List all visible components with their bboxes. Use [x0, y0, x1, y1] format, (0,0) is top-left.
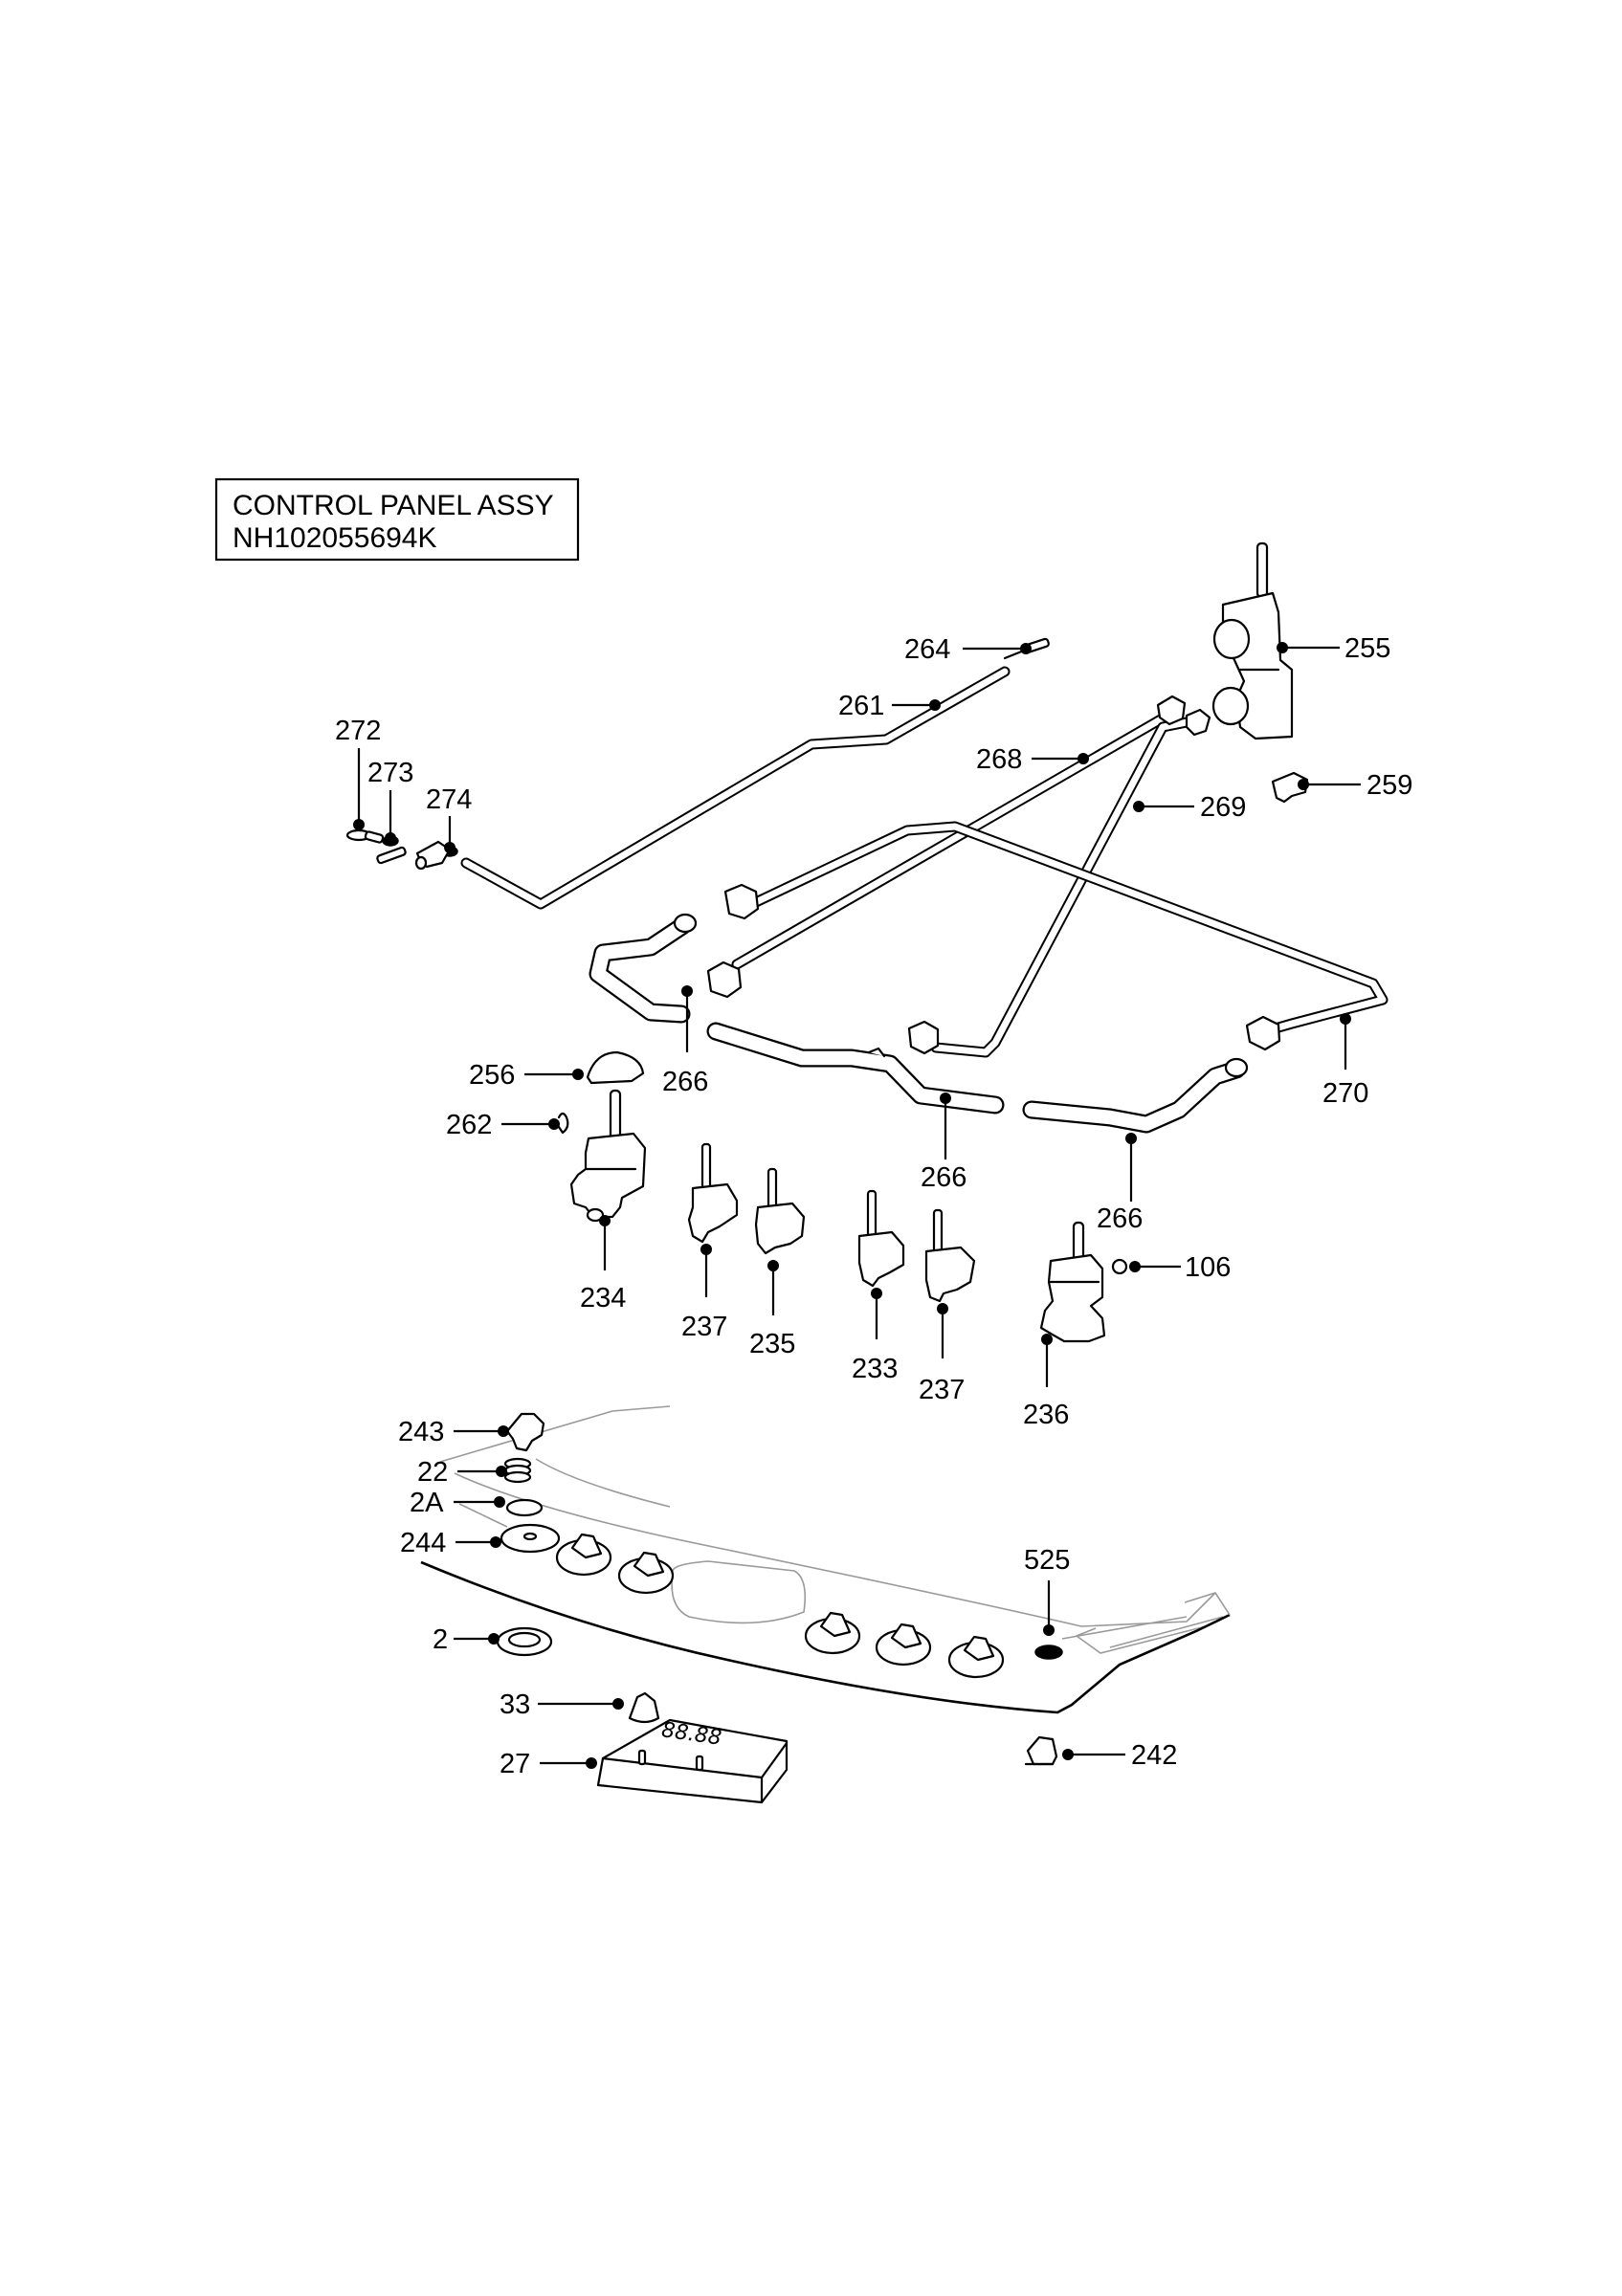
callout-235: 235: [749, 1260, 795, 1359]
gas-tube-268: [731, 707, 1178, 970]
title-line-1: CONTROL PANEL ASSY: [233, 490, 554, 521]
callout-27: 27: [500, 1749, 597, 1779]
svg-text:22: 22: [417, 1457, 448, 1488]
burner-hose-266-left: [589, 913, 698, 1024]
svg-text:233: 233: [852, 1354, 898, 1384]
svg-text:266: 266: [1097, 1203, 1143, 1234]
valve-237-right: [924, 1208, 976, 1303]
callout-268: 268: [976, 744, 1089, 775]
svg-text:27: 27: [500, 1749, 530, 1779]
callout-274: 274: [426, 784, 472, 853]
elbow-fitting-259: [1271, 771, 1309, 804]
cap-33: [628, 1691, 660, 1724]
svg-text:266: 266: [921, 1162, 967, 1193]
callout-266-right: 266: [1097, 1133, 1143, 1234]
callout-525: 525: [1024, 1545, 1070, 1636]
title-line-2: NH102055694K: [233, 522, 437, 554]
callout-33: 33: [500, 1689, 624, 1720]
callout-264: 264: [904, 634, 1032, 665]
svg-text:236: 236: [1023, 1400, 1069, 1430]
callout-256: 256: [469, 1060, 584, 1091]
svg-text:272: 272: [335, 716, 381, 746]
valve-234: [569, 1089, 647, 1223]
callout-269: 269: [1133, 792, 1246, 823]
svg-text:244: 244: [400, 1528, 446, 1558]
burner-hose-266-right: [1022, 1057, 1249, 1134]
svg-text:268: 268: [976, 744, 1022, 775]
cap-256: [586, 1050, 645, 1085]
valve-233: [857, 1189, 905, 1288]
tube-nut: [706, 695, 1281, 1055]
callout-233: 233: [852, 1288, 898, 1384]
switch-242: [1024, 1735, 1058, 1766]
svg-text:33: 33: [500, 1689, 530, 1720]
callout-22: 22: [417, 1457, 507, 1488]
callout-259: 259: [1298, 770, 1412, 801]
thermocouple-clip: [364, 830, 452, 871]
callout-242: 242: [1062, 1740, 1177, 1771]
burner-hose-266-middle: [706, 1022, 1005, 1115]
gas-tube-261: [460, 666, 1011, 910]
timer-module-27: 88.88: [596, 1718, 789, 1804]
spring-clip-262: [557, 1112, 569, 1135]
valve-236: [1039, 1221, 1106, 1343]
display-window: [671, 1560, 807, 1624]
callout-2A: 2A: [410, 1488, 505, 1518]
gas-tube-270: [750, 821, 1389, 1037]
svg-text:237: 237: [681, 1312, 727, 1342]
manifold-bracket-255: [1211, 541, 1294, 740]
control-knob: [555, 1533, 1005, 1679]
callout-244: 244: [400, 1528, 501, 1558]
svg-text:273: 273: [367, 758, 413, 788]
svg-text:256: 256: [469, 1060, 515, 1091]
title-block: CONTROL PANEL ASSY NH102055694K: [214, 477, 580, 562]
callout-234: 234: [580, 1215, 626, 1314]
spring-22: [503, 1457, 532, 1484]
callout-262: 262: [446, 1110, 560, 1140]
callout-2: 2: [433, 1624, 500, 1655]
svg-text:234: 234: [580, 1283, 626, 1314]
bezel-2: [496, 1626, 553, 1657]
callout-270: 270: [1322, 1013, 1368, 1109]
svg-text:235: 235: [749, 1329, 795, 1359]
callout-266-left: 266: [662, 985, 708, 1097]
svg-text:270: 270: [1322, 1078, 1368, 1109]
svg-text:237: 237: [919, 1375, 965, 1405]
svg-text:255: 255: [1344, 633, 1390, 664]
push-button-525: [1034, 1645, 1063, 1660]
svg-text:242: 242: [1131, 1740, 1177, 1771]
svg-text:2: 2: [433, 1624, 448, 1655]
svg-text:243: 243: [398, 1417, 444, 1447]
callout-266-middle: 266: [921, 1093, 967, 1193]
svg-text:261: 261: [838, 691, 884, 721]
svg-text:2A: 2A: [410, 1488, 444, 1518]
svg-text:259: 259: [1366, 770, 1412, 801]
knob-243: [505, 1412, 545, 1452]
callout-237-left: 237: [681, 1244, 727, 1342]
callout-255: 255: [1277, 633, 1390, 664]
callout-261: 261: [838, 691, 941, 721]
callout-106: 106: [1129, 1252, 1231, 1283]
callout-272: 272: [335, 716, 381, 830]
svg-text:525: 525: [1024, 1545, 1070, 1576]
callout-237-right: 237: [919, 1303, 965, 1405]
svg-text:269: 269: [1200, 792, 1246, 823]
svg-text:266: 266: [662, 1067, 708, 1097]
svg-text:274: 274: [426, 784, 472, 815]
washer-106: [1111, 1258, 1128, 1275]
valve-235: [754, 1167, 806, 1255]
gas-tube-269: [930, 715, 1202, 1058]
callout-236: 236: [1023, 1334, 1069, 1430]
callout-273: 273: [367, 758, 413, 844]
valve-237-left: [687, 1142, 739, 1244]
callout-243: 243: [398, 1417, 509, 1447]
svg-text:264: 264: [904, 634, 950, 665]
control-panel-fascia: [420, 1405, 1231, 1714]
svg-text:106: 106: [1185, 1252, 1231, 1283]
bezel-244: [500, 1523, 561, 1554]
svg-text:262: 262: [446, 1110, 492, 1140]
ring-2A: [505, 1498, 544, 1517]
